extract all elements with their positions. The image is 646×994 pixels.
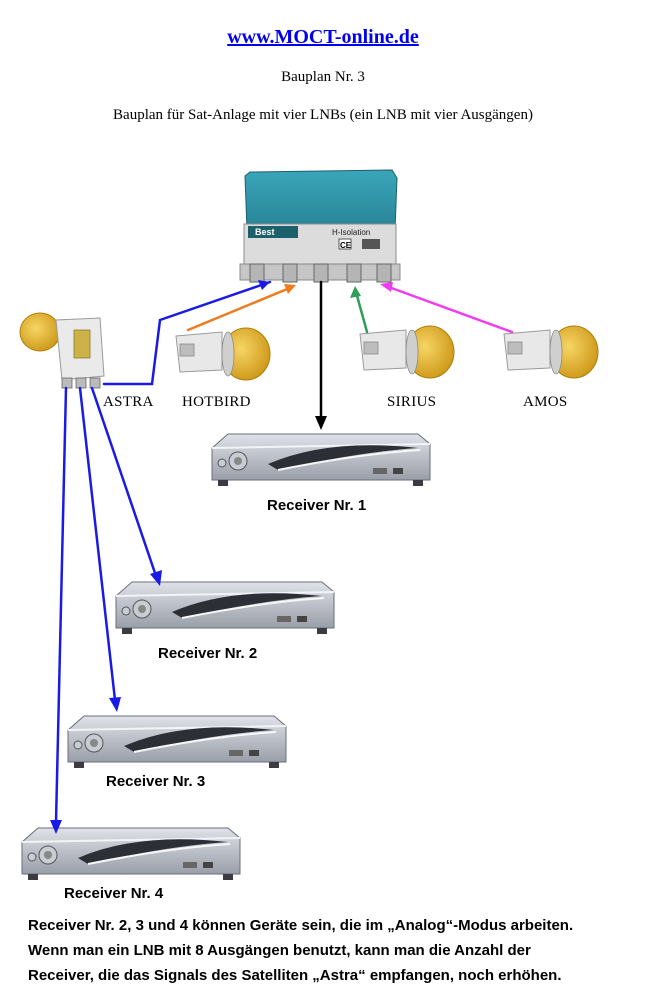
quad-lnb-astra [19,312,105,389]
cable-astra-receiver2 [90,386,158,578]
label-hotbird: HOTBIRD [182,394,251,410]
footer-line-2: Wenn man ein LNB mit 8 Ausgängen benutzt… [28,942,531,959]
cable-hotbird-switch [186,285,294,332]
cable-astra-receiver3 [78,386,117,702]
switch-brand: Best [255,227,275,237]
footer-line-3: Receiver, die das Signals des Satelliten… [28,967,562,984]
receiver-3 [67,715,287,769]
receiver-1 [211,433,431,487]
label-sirius: SIRIUS [387,394,437,410]
arrow-head-icon [315,416,327,430]
arrow-head-icon [50,820,62,834]
arrow-head-icon [350,286,361,298]
label-receiver-4: Receiver Nr. 4 [64,885,164,902]
diseqc-switch: Best H-Isolation CE [239,169,401,283]
switch-connectors [249,263,392,283]
arrow-head-icon [380,282,393,292]
plan-number: Bauplan Nr. 3 [281,69,365,85]
footer-note: Receiver Nr. 2, 3 und 4 können Geräte se… [28,913,638,988]
plan-description: Bauplan für Sat-Anlage mit vier LNBs (ei… [113,107,533,123]
arrow-head-icon [150,570,162,586]
label-receiver-3: Receiver Nr. 3 [106,773,206,790]
footer-line-1: Receiver Nr. 2, 3 und 4 können Geräte se… [28,917,574,934]
lnb-hotbird [175,327,271,381]
label-amos: AMOS [523,394,568,410]
arrow-head-icon [284,284,296,294]
cable-astra-receiver4 [54,386,68,824]
cable-sirius-switch [354,290,369,334]
label-receiver-2: Receiver Nr. 2 [158,645,258,662]
receiver-4 [21,827,241,881]
site-link[interactable]: www.MOCT-online.de [227,26,419,48]
receiver-2 [115,581,335,635]
switch-subtitle: H-Isolation [332,228,370,237]
cable-astra-switch [102,280,272,386]
lnb-sirius [359,325,455,379]
arrow-head-icon [109,697,121,712]
cable-amos-switch [384,284,514,334]
label-receiver-1: Receiver Nr. 1 [267,497,367,514]
label-astra: ASTRA [103,394,154,410]
lnb-amos [503,325,599,379]
ce-mark-icon: CE [340,241,352,250]
arrow-head-icon [258,280,270,290]
